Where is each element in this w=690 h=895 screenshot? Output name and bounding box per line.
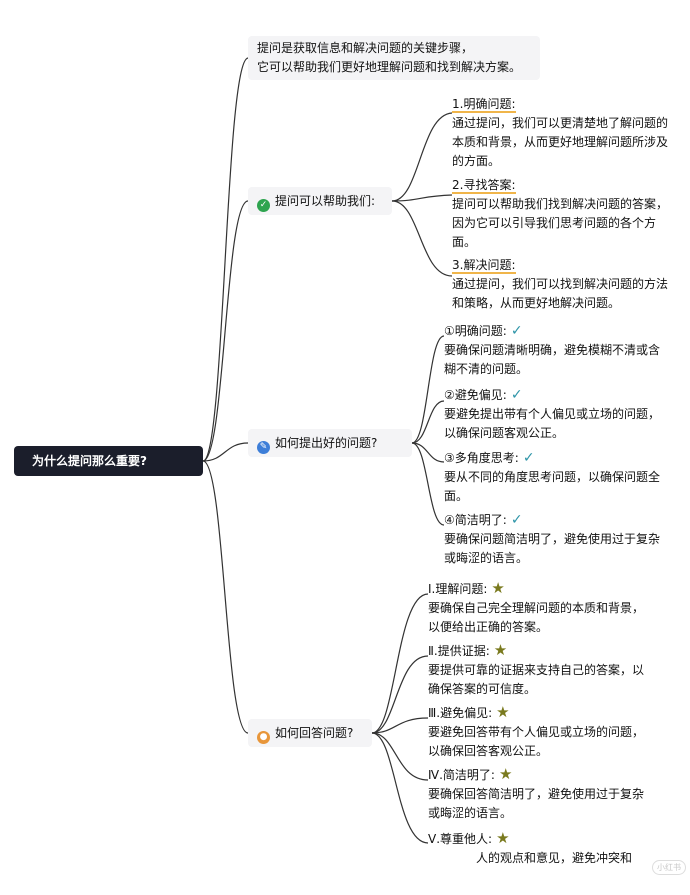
star-icon: ★ xyxy=(496,829,510,847)
connector-b2-leaf-1 xyxy=(411,335,445,444)
intro-line-2: 它可以帮助我们更好地理解问题和找到解决方案。 xyxy=(257,60,522,74)
intro-line-1: 提问是获取信息和解决问题的关键步骤， xyxy=(257,41,474,55)
leaf-title: Ⅳ.简洁明了: xyxy=(428,768,495,782)
intro-node[interactable]: 提问是获取信息和解决问题的关键步骤， 它可以帮助我们更好地理解问题和找到解决方案… xyxy=(248,36,540,80)
connector-root-branch-2 xyxy=(202,442,249,462)
leaf-title: 3.解决问题: xyxy=(452,258,516,274)
connector-b1-leaf-3 xyxy=(391,200,453,277)
connector-b3-leaf-3 xyxy=(371,717,429,734)
leaf-body: 通过提问，我们可以找到解决问题的方法和策略，从而更好地解决问题。 xyxy=(452,277,669,310)
check-icon: ✓ xyxy=(510,512,523,528)
leaf-title: ①明确问题: xyxy=(444,324,507,338)
leaf-title: Ⅱ.提供证据: xyxy=(428,644,490,658)
branch-ask[interactable]: ✎ 如何提出好的问题? xyxy=(248,429,412,457)
leaf-title: 2.寻找答案: xyxy=(452,178,516,194)
b2-leaf-4[interactable]: ④简洁明了:✓ 要确保问题简洁明了，避免使用过于复杂或晦涩的语言。 xyxy=(444,511,662,568)
check-circle-icon: ✓ xyxy=(257,199,270,212)
branch-help[interactable]: ✓ 提问可以帮助我们: xyxy=(248,187,392,215)
root-label: 为什么提问那么重要? xyxy=(32,454,147,468)
star-icon: ★ xyxy=(496,703,510,721)
b2-leaf-2[interactable]: ②避免偏见:✓ 要避免提出带有个人偏见或立场的问题，以确保问题客观公正。 xyxy=(444,386,662,443)
leaf-body: 要确保问题简洁明了，避免使用过于复杂或晦涩的语言。 xyxy=(444,532,661,565)
connector-root-branch-3 xyxy=(202,460,249,734)
b2-leaf-1[interactable]: ①明确问题:✓ 要确保问题清晰明确，避免模糊不清或含糊不清的问题。 xyxy=(444,322,662,379)
leaf-body: 要提供可靠的证据来支持自己的答案，以确保答案的可信度。 xyxy=(428,663,645,696)
watermark: 小红书 xyxy=(652,860,686,875)
leaf-body: 要避免回答带有个人偏见或立场的问题，以确保回答客观公正。 xyxy=(428,725,645,758)
branch-answer[interactable]: ● 如何回答问题? xyxy=(248,719,372,747)
branch-ask-label: 如何提出好的问题? xyxy=(275,436,378,450)
b1-leaf-1[interactable]: 1.明确问题: 通过提问，我们可以更清楚地了解问题的本质和背景，从而更好地理解问… xyxy=(452,95,674,171)
leaf-title: Ⅰ.理解问题: xyxy=(428,582,488,596)
check-icon: ✓ xyxy=(522,450,535,466)
leaf-title: ④简洁明了: xyxy=(444,513,507,527)
connector-root-intro xyxy=(202,57,249,462)
star-icon: ★ xyxy=(493,641,508,659)
check-icon: ✓ xyxy=(510,323,523,339)
star-icon: ★ xyxy=(491,579,505,597)
leaf-body: 通过提问，我们可以更清楚地了解问题的本质和背景，从而更好地理解问题所涉及的方面。 xyxy=(452,116,669,168)
leaf-body: 要确保回答简洁明了，避免使用过于复杂或晦涩的语言。 xyxy=(428,787,645,820)
root-node[interactable]: 为什么提问那么重要? xyxy=(14,446,203,476)
leaf-body: 人的观点和意见，避免冲突和 xyxy=(476,851,633,865)
b1-leaf-2[interactable]: 2.寻找答案: 提问可以帮助我们找到解决问题的答案，因为它可以引导我们思考问题的… xyxy=(452,176,674,252)
check-icon: ✓ xyxy=(510,387,523,403)
connector-b3-leaf-4 xyxy=(371,732,429,781)
connector-b1-leaf-2 xyxy=(391,194,453,202)
b3-leaf-4[interactable]: Ⅳ.简洁明了:★ 要确保回答简洁明了，避免使用过于复杂或晦涩的语言。 xyxy=(428,766,650,823)
connector-root-branch-1 xyxy=(202,200,249,462)
connector-b2-leaf-4 xyxy=(411,442,445,526)
branch-answer-label: 如何回答问题? xyxy=(275,726,354,740)
branch-help-label: 提问可以帮助我们: xyxy=(275,194,376,208)
connector-b3-leaf-5 xyxy=(371,732,429,844)
leaf-title: Ⅲ.避免偏见: xyxy=(428,706,493,720)
leaf-body: 要确保问题清晰明确，避免模糊不清或含糊不清的问题。 xyxy=(444,343,661,376)
leaf-title: ③多角度思考: xyxy=(444,451,519,465)
leaf-body: 提问可以帮助我们找到解决问题的答案，因为它可以引导我们思考问题的各个方面。 xyxy=(452,197,669,249)
leaf-title: ②避免偏见: xyxy=(444,388,507,402)
star-icon: ★ xyxy=(498,765,513,783)
leaf-body: 要避免提出带有个人偏见或立场的问题，以确保问题客观公正。 xyxy=(444,407,661,440)
leaf-body: 要确保自己完全理解问题的本质和背景，以便给出正确的答案。 xyxy=(428,601,645,634)
lightbulb-circle-icon: ● xyxy=(257,731,270,744)
b3-leaf-2[interactable]: Ⅱ.提供证据:★ 要提供可靠的证据来支持自己的答案，以确保答案的可信度。 xyxy=(428,642,650,699)
leaf-title: Ⅴ.尊重他人: xyxy=(428,832,493,846)
pencil-circle-icon: ✎ xyxy=(257,441,270,454)
b1-leaf-3[interactable]: 3.解决问题: 通过提问，我们可以找到解决问题的方法和策略，从而更好地解决问题。 xyxy=(452,256,674,313)
b3-leaf-1[interactable]: Ⅰ.理解问题:★ 要确保自己完全理解问题的本质和背景，以便给出正确的答案。 xyxy=(428,580,650,637)
leaf-body: 要从不同的角度思考问题，以确保问题全面。 xyxy=(444,470,661,503)
b3-leaf-5[interactable]: Ⅴ.尊重他人:★ 人的观点和意见，避免冲突和 xyxy=(428,830,650,868)
leaf-title: 1.明确问题: xyxy=(452,97,516,113)
connector-b2-leaf-3 xyxy=(411,442,445,463)
b3-leaf-3[interactable]: Ⅲ.避免偏见:★ 要避免回答带有个人偏见或立场的问题，以确保回答客观公正。 xyxy=(428,704,650,761)
connector-b1-leaf-1 xyxy=(391,112,453,202)
connector-b3-leaf-1 xyxy=(371,593,429,734)
connector-b3-leaf-2 xyxy=(371,655,429,734)
b2-leaf-3[interactable]: ③多角度思考:✓ 要从不同的角度思考问题，以确保问题全面。 xyxy=(444,449,662,506)
connector-b2-leaf-2 xyxy=(411,400,445,444)
